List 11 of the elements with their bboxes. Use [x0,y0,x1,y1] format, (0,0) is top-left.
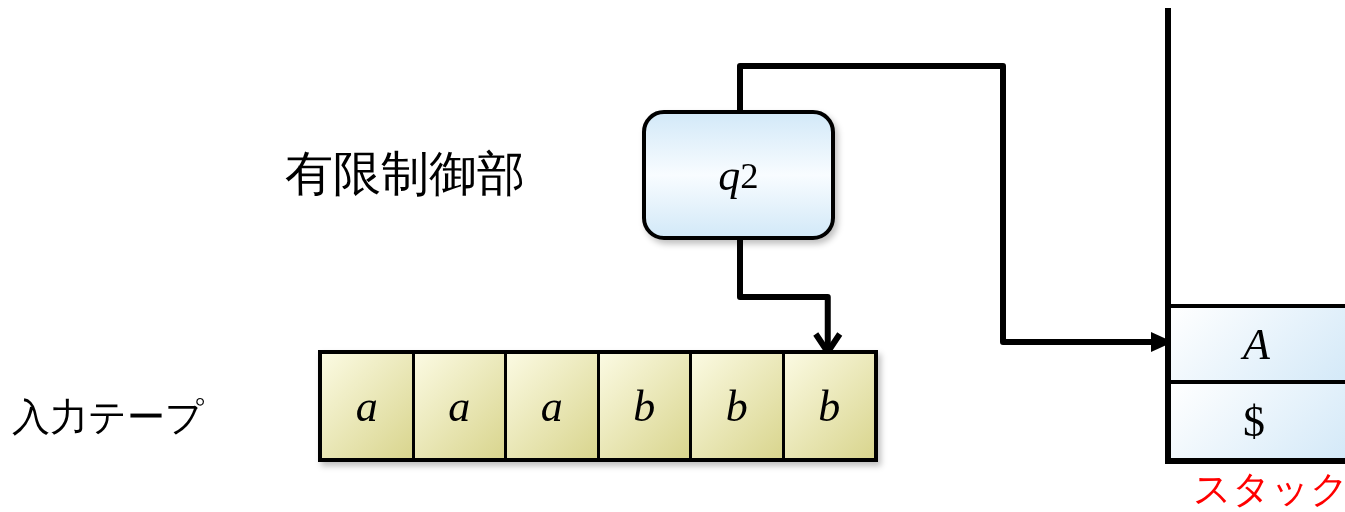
stack-cell: $ [1171,380,1345,458]
component-label: 有限制御部 [285,146,525,202]
stack-label: スタック [1193,467,1345,512]
tape-cell: a [322,354,412,458]
tape-cell: b [689,354,782,458]
tape-cell: b [596,354,689,458]
stack-cell: A [1171,304,1345,380]
tape-cell: a [504,354,597,458]
tape-cell: b [781,354,874,458]
tape-cell: a [411,354,504,458]
tape-label: 入力テープ [12,395,204,440]
